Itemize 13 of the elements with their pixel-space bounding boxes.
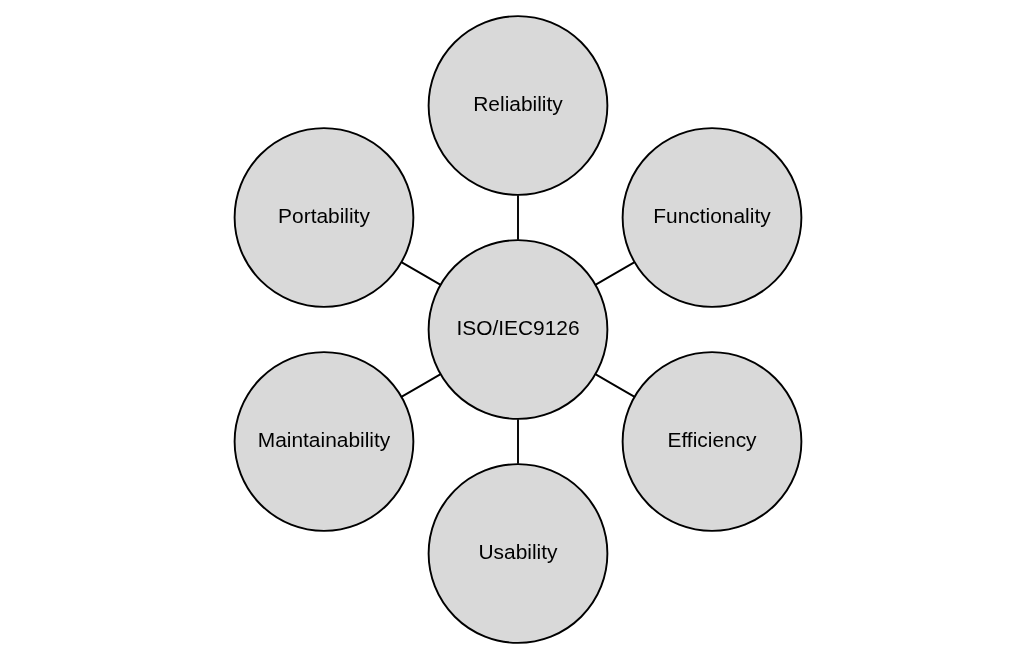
- node-circle: Functionality: [621, 127, 802, 308]
- node-circle: Maintainability: [233, 351, 414, 532]
- connector: [516, 418, 519, 465]
- node-circle: Efficiency: [621, 351, 802, 532]
- connector: [516, 194, 519, 241]
- node-circle: ISO/IEC9126: [427, 239, 608, 420]
- connector: [400, 373, 441, 398]
- connector: [594, 373, 635, 398]
- connector: [400, 261, 441, 286]
- node-circle: Reliability: [427, 15, 608, 196]
- node-circle: Portability: [233, 127, 414, 308]
- node-circle: Usability: [427, 463, 608, 644]
- connector: [594, 261, 635, 286]
